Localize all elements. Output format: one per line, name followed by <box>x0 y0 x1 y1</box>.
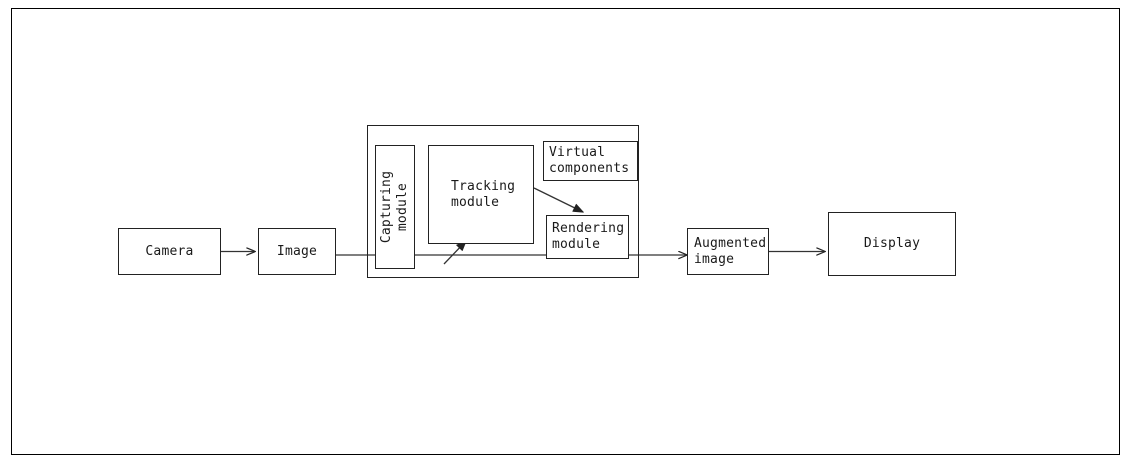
node-tracking-module-label: Tracking module <box>451 178 516 210</box>
node-augmented-image[interactable]: Augmented image <box>687 228 769 275</box>
node-image[interactable]: Image <box>258 228 336 275</box>
container-ar-system <box>367 125 639 278</box>
node-display[interactable]: Display <box>828 212 956 276</box>
node-rendering-module[interactable]: Rendering module <box>546 215 629 259</box>
node-virtual-components-label: Virtual components <box>549 145 630 176</box>
node-display-label: Display <box>863 236 921 251</box>
node-tracking-module[interactable]: Tracking module <box>428 145 534 244</box>
node-rendering-module-label: Rendering module <box>552 221 625 252</box>
node-camera-label: Camera <box>145 243 194 259</box>
node-capturing-module[interactable]: Capturing module <box>375 145 415 269</box>
node-virtual-components[interactable]: Virtual components <box>543 141 638 181</box>
node-augmented-image-label: Augmented image <box>694 235 767 267</box>
node-camera[interactable]: Camera <box>118 228 221 275</box>
node-capturing-module-label: Capturing module <box>379 170 410 244</box>
node-image-label: Image <box>276 243 318 259</box>
